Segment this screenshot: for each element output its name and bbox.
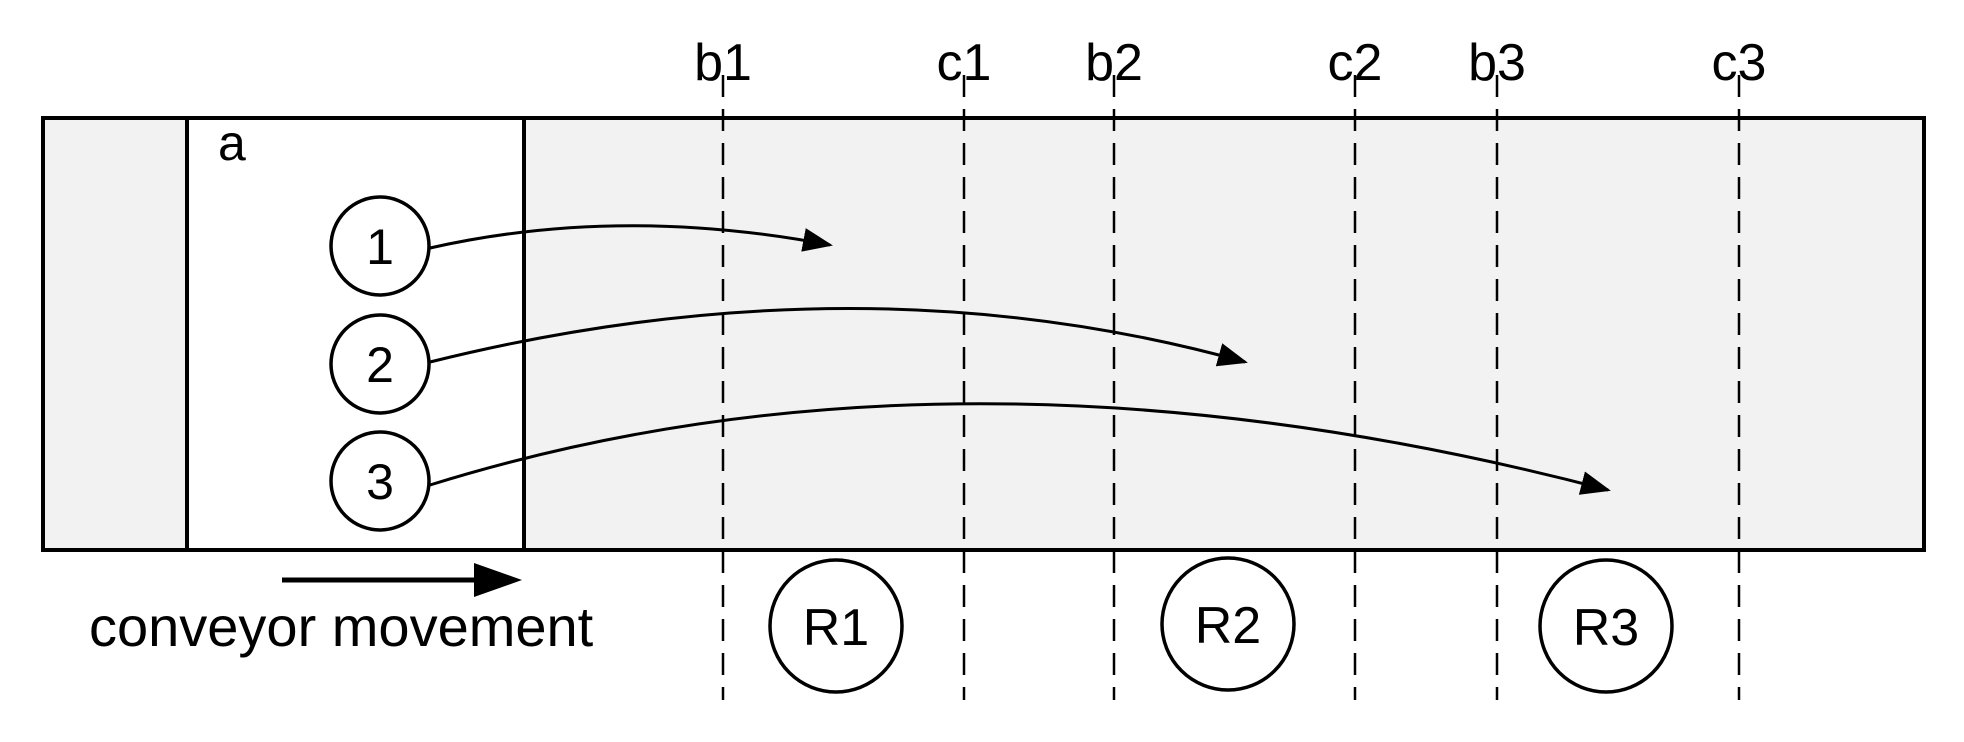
- item-label: 1: [366, 219, 394, 275]
- item-circle: [329, 430, 431, 532]
- boundary-label-c3: c3: [1712, 34, 1767, 92]
- boundary-label-c1: c1: [937, 34, 992, 92]
- pick-area-label: a: [218, 115, 246, 171]
- item-label: 3: [366, 454, 394, 510]
- movement-arrow-head: [474, 563, 522, 597]
- item-2: 2: [329, 313, 431, 415]
- boundary-lines: [721, 75, 1741, 700]
- trajectory-arrow-1: [429, 224, 833, 252]
- robot-r3: R3: [1538, 558, 1674, 694]
- robot-label: R2: [1195, 597, 1261, 655]
- robot-circle: [1160, 556, 1296, 692]
- robot-circle: [1538, 558, 1674, 694]
- trajectory-arrow-2: [429, 307, 1248, 367]
- boundary-label-b1: b1: [694, 34, 752, 92]
- robot-r2: R2: [1160, 556, 1296, 692]
- robot-label: R3: [1573, 599, 1639, 657]
- boundary-label-c2: c2: [1328, 34, 1383, 92]
- item-circle: [329, 195, 431, 297]
- boundary-label-b2: b2: [1085, 34, 1143, 92]
- robot-r1: R1: [768, 558, 904, 694]
- item-circle: [329, 313, 431, 415]
- item-label: 2: [366, 337, 394, 393]
- movement-label: conveyor movement: [89, 595, 594, 658]
- movement-arrow: [282, 563, 522, 597]
- trajectory-arrow-3: [429, 402, 1611, 495]
- boundary-label-b3: b3: [1468, 34, 1526, 92]
- item-3: 3: [329, 430, 431, 532]
- item-1: 1: [329, 195, 431, 297]
- robot-label: R1: [803, 599, 869, 657]
- robot-circle: [768, 558, 904, 694]
